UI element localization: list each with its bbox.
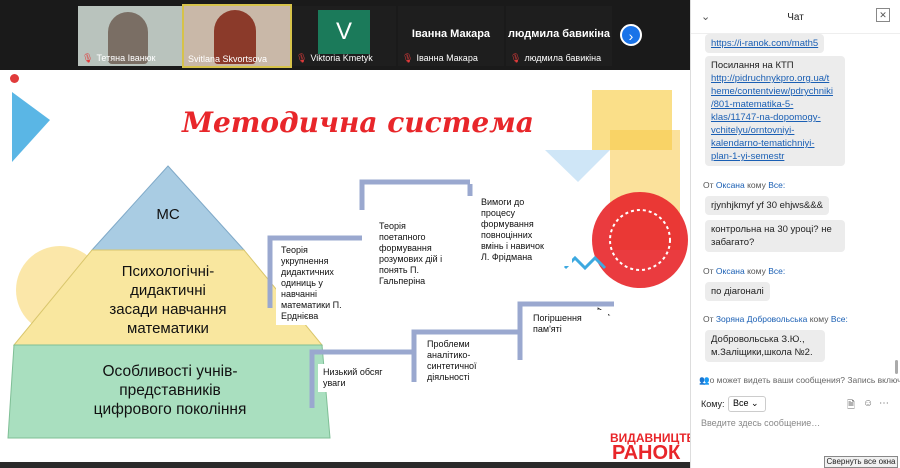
- muted-mic-icon: 🎙: [510, 53, 522, 63]
- collapse-all-windows-button[interactable]: Свернуть все окна: [824, 456, 898, 468]
- problem-step-2: Проблеми аналітико- синтетичної діяльнос…: [422, 336, 510, 386]
- publisher-logo-line1: ВИДАВНИЦТВО: [610, 431, 690, 445]
- pyramid-middle-label: Психологічні- дидактичні засади навчання…: [109, 263, 227, 337]
- chat-link[interactable]: http://pidruchnykpro.org.ua/t heme/conte…: [711, 73, 833, 162]
- problem-step-1: Низький обсяг уваги: [318, 364, 406, 392]
- chat-message-input[interactable]: Введите здесь сообщение…: [701, 418, 821, 428]
- theory-step-3: Вимоги до процесу формування повноцінних…: [476, 194, 572, 266]
- participant-avatar: V: [318, 10, 370, 54]
- participant-video: [214, 10, 256, 64]
- chat-text: Посилання на КТП: [711, 60, 794, 71]
- participant-tile-1[interactable]: 🎙Тетяна Іванюк: [78, 6, 182, 66]
- muted-mic-icon: 🎙: [402, 53, 414, 63]
- muted-mic-icon: 🎙: [296, 53, 308, 63]
- bottom-toolbar: [0, 462, 690, 468]
- slide-decoration: [7, 90, 688, 439]
- chat-panel: ⌄ Чат ✕ https://i-ranok.com/math5 Посила…: [690, 0, 900, 468]
- chat-message: Добровольська З.Ю., м.Заліщики,школа №2.: [705, 330, 825, 362]
- chat-message: контрольна на 30 уроці? не забагато?: [705, 220, 845, 252]
- recording-icon: [10, 74, 19, 83]
- file-icon[interactable]: 🗎: [847, 400, 856, 411]
- participant-tile-2[interactable]: Svitlana Skvortsova: [182, 4, 292, 68]
- muted-mic-icon: 🎙: [82, 53, 94, 63]
- visibility-notice[interactable]: 👥о может видеть ваши сообщения? Запись в…: [699, 375, 900, 385]
- chat-header: ⌄ Чат ✕: [691, 0, 900, 34]
- chat-message: rjynhjkmyf yf 30 ehjws&&&: [705, 196, 829, 215]
- more-icon[interactable]: ⋯: [879, 398, 889, 409]
- chevron-down-icon[interactable]: ⌄: [701, 11, 711, 23]
- chat-message-meta: От Оксана кому Все:: [703, 266, 786, 276]
- slide-title: Методична система: [182, 106, 534, 139]
- publisher-logo-line2: РАНОК: [612, 442, 681, 462]
- participant-center-name: людмила бавикіна: [507, 28, 611, 40]
- chat-message: по діагоналі: [705, 282, 770, 301]
- participant-video-strip: 🎙Тетяна Іванюк Svitlana Skvortsova 🎙Vikt…: [0, 0, 690, 68]
- pyramid-bottom-label: Особливості учнів- представників цифрово…: [93, 363, 247, 418]
- participant-center-name: Іванна Макара: [411, 28, 491, 40]
- chat-scrollbar[interactable]: [895, 360, 898, 374]
- emoji-icon[interactable]: ☺: [863, 398, 874, 409]
- chat-title: Чат: [787, 12, 804, 23]
- pyramid-top-label: МС: [156, 206, 180, 223]
- close-icon[interactable]: ✕: [876, 8, 890, 22]
- participant-name: Svitlana Skvortsova: [188, 54, 268, 64]
- problem-step-3: Погіршення пам'яті: [528, 310, 608, 338]
- recipient-select[interactable]: Все ⌄: [728, 396, 766, 412]
- people-icon: 👥: [699, 375, 710, 385]
- chat-message-meta: От Зоряна Добровольська кому Все:: [703, 314, 848, 324]
- participant-name: 🎙Тетяна Іванюк: [82, 53, 156, 63]
- chat-message: Посилання на КТП http://pidruchnykpro.or…: [705, 56, 845, 166]
- participant-name: 🎙Іванна Макара: [402, 53, 478, 63]
- recipient-label: Кому:: [701, 399, 725, 409]
- participant-video: [108, 12, 148, 64]
- shared-slide: Методична система МС Психологічні- дидак…: [0, 70, 690, 462]
- chat-link[interactable]: https://i-ranok.com/math5: [711, 38, 819, 49]
- theory-step-2: Теорія поетапного формування розумових д…: [374, 218, 470, 290]
- participant-name: 🎙Viktoria Kmetyk: [296, 53, 373, 63]
- participant-name: 🎙людмила бавикіна: [510, 53, 602, 63]
- chat-message-meta: От Оксана кому Все:: [703, 180, 786, 190]
- next-page-button[interactable]: ›: [620, 24, 642, 46]
- participant-tile-4[interactable]: Іванна Макара 🎙Іванна Макара: [398, 6, 504, 66]
- participant-tile-5[interactable]: людмила бавикіна 🎙людмила бавикіна: [506, 6, 612, 66]
- theory-step-1: Теорія укрупнення дидактичних одиниць у …: [276, 242, 364, 325]
- chat-message: https://i-ranok.com/math5: [705, 34, 825, 53]
